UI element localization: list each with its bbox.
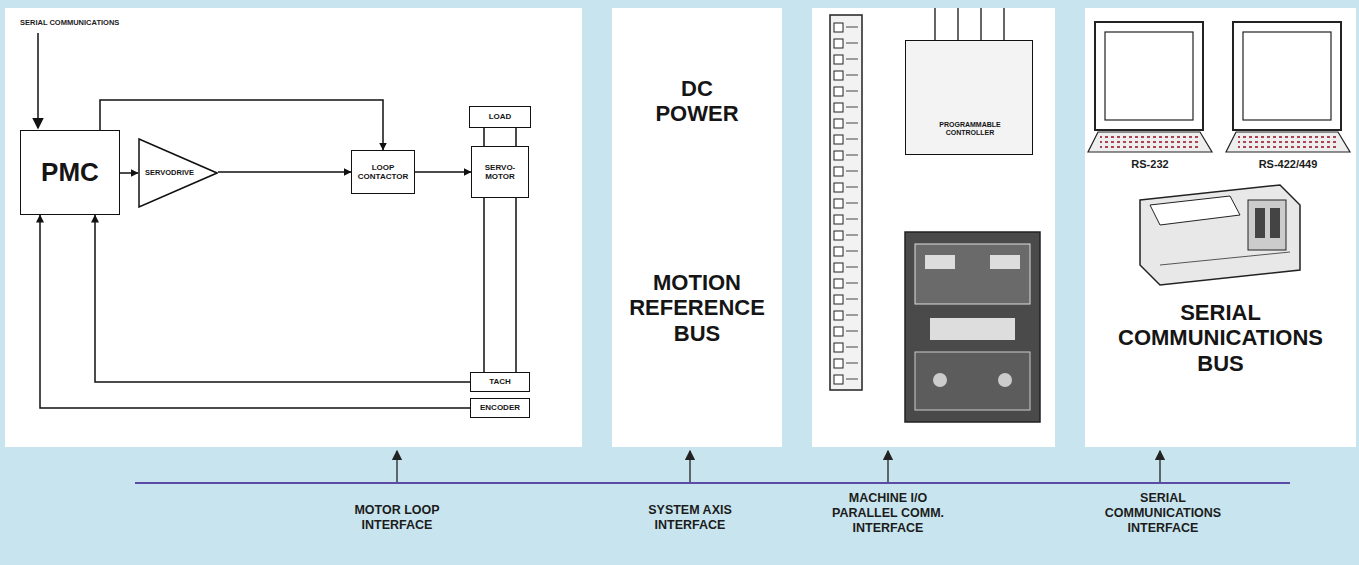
display-window: [925, 255, 955, 269]
box-text: SERIAL COMMUNICATIONS BUS: [1113, 300, 1328, 376]
label-plate: [930, 318, 1015, 340]
knob: [998, 373, 1012, 387]
load-box: LOAD: [469, 106, 531, 128]
interface-arrow: [396, 451, 397, 482]
keyboard: [1088, 132, 1212, 152]
motor-shaft: [484, 128, 516, 146]
console-trim: [1160, 252, 1290, 265]
box-text: PROGRAMMABLE CONTROLLER: [915, 121, 1025, 137]
interface-label: MACHINE I/O PARALLEL COMM. INTERFACE: [823, 491, 953, 536]
signal-connector: [218, 171, 351, 173]
serial-panel: [1085, 8, 1356, 447]
machine-io-panel: [812, 8, 1055, 447]
box-text: SERVO- MOTOR: [480, 163, 520, 181]
interface-label: SYSTEM AXIS INTERFACE: [630, 503, 750, 533]
signal-connector: [120, 172, 138, 174]
console-body: [1140, 185, 1300, 285]
monitor-case: [1233, 22, 1341, 130]
wire: [957, 8, 959, 42]
control-unit: [905, 232, 1040, 422]
interface-arrow: [689, 451, 690, 482]
terminal-strip: [830, 15, 862, 390]
signal-connector: [415, 171, 471, 173]
tape-unit: [1248, 200, 1286, 250]
programmable-controller: PROGRAMMABLE CONTROLLER: [905, 40, 1033, 155]
box-text: DC POWER: [647, 76, 747, 127]
interface-arrow: [1159, 451, 1160, 482]
tape-slot: [1255, 208, 1265, 238]
motor-box: SERVO- MOTOR: [471, 146, 529, 198]
interface-arrow: [887, 451, 888, 482]
console-terminal: [1140, 185, 1300, 285]
system-axis-panel: DC POWER MOTION REFERENCE BUS: [612, 8, 782, 447]
terminal-rs232: [1088, 22, 1212, 152]
wire: [934, 8, 936, 42]
control-unit-lower-panel: [915, 352, 1030, 410]
control-unit-faceplate: [915, 244, 1030, 304]
contactor-box: LOOP CONTACTOR: [351, 150, 415, 194]
tape-slot: [1270, 208, 1280, 238]
control-unit-body: [905, 232, 1040, 422]
terminal-strip-body: [830, 15, 862, 390]
box-text: PMC: [41, 158, 99, 188]
controller-wires: [935, 8, 1004, 42]
interface-label: SERIAL COMMUNICATIONS INTERFACE: [1088, 491, 1238, 536]
controller-box: PMC: [20, 130, 120, 215]
serial-input-arrow: [37, 33, 39, 128]
amplifier-triangle: SERVODRIVE: [138, 138, 218, 208]
wire: [1003, 8, 1005, 42]
keyboard: [1226, 132, 1350, 152]
box-text: TACH: [489, 377, 511, 386]
wire: [980, 8, 982, 42]
port-label: RS-232: [1100, 158, 1200, 171]
interface-bus-line: [135, 482, 1290, 484]
signal-connector: [95, 215, 470, 382]
box-text: SERVODRIVE: [145, 169, 194, 178]
monitor-screen: [1243, 32, 1331, 120]
serial-bus-panel: SERIAL COMMUNICATIONS BUS: [1085, 8, 1356, 447]
system-axis-panel: [612, 8, 782, 447]
knob: [933, 373, 947, 387]
signal-connector: [40, 215, 470, 408]
console-keyboard: [1150, 196, 1240, 225]
terminal-rs422: [1226, 22, 1350, 152]
keys: [1238, 136, 1336, 148]
display-window: [990, 255, 1020, 269]
motor-loop-panel: [5, 8, 582, 447]
box-text: LOOP CONTACTOR: [355, 163, 411, 181]
monitor-screen: [1105, 32, 1193, 120]
signal-label: SERIAL COMMUNICATIONS: [20, 18, 220, 27]
keys: [1100, 136, 1198, 148]
motor-shaft: [484, 198, 516, 372]
encoder-box: ENCODER: [470, 398, 530, 418]
box-text: LOAD: [489, 112, 512, 121]
box-text: MOTION REFERENCE BUS: [622, 270, 772, 346]
port-label: RS-422/449: [1233, 158, 1343, 171]
terminal-rows: [830, 20, 862, 385]
box-text: ENCODER: [480, 403, 520, 412]
interface-arrows: [397, 451, 1160, 482]
interface-label: MOTOR LOOP INTERFACE: [327, 503, 467, 533]
monitor-case: [1095, 22, 1203, 130]
triangle-shape: [139, 139, 217, 207]
tach-box: TACH: [470, 372, 530, 392]
